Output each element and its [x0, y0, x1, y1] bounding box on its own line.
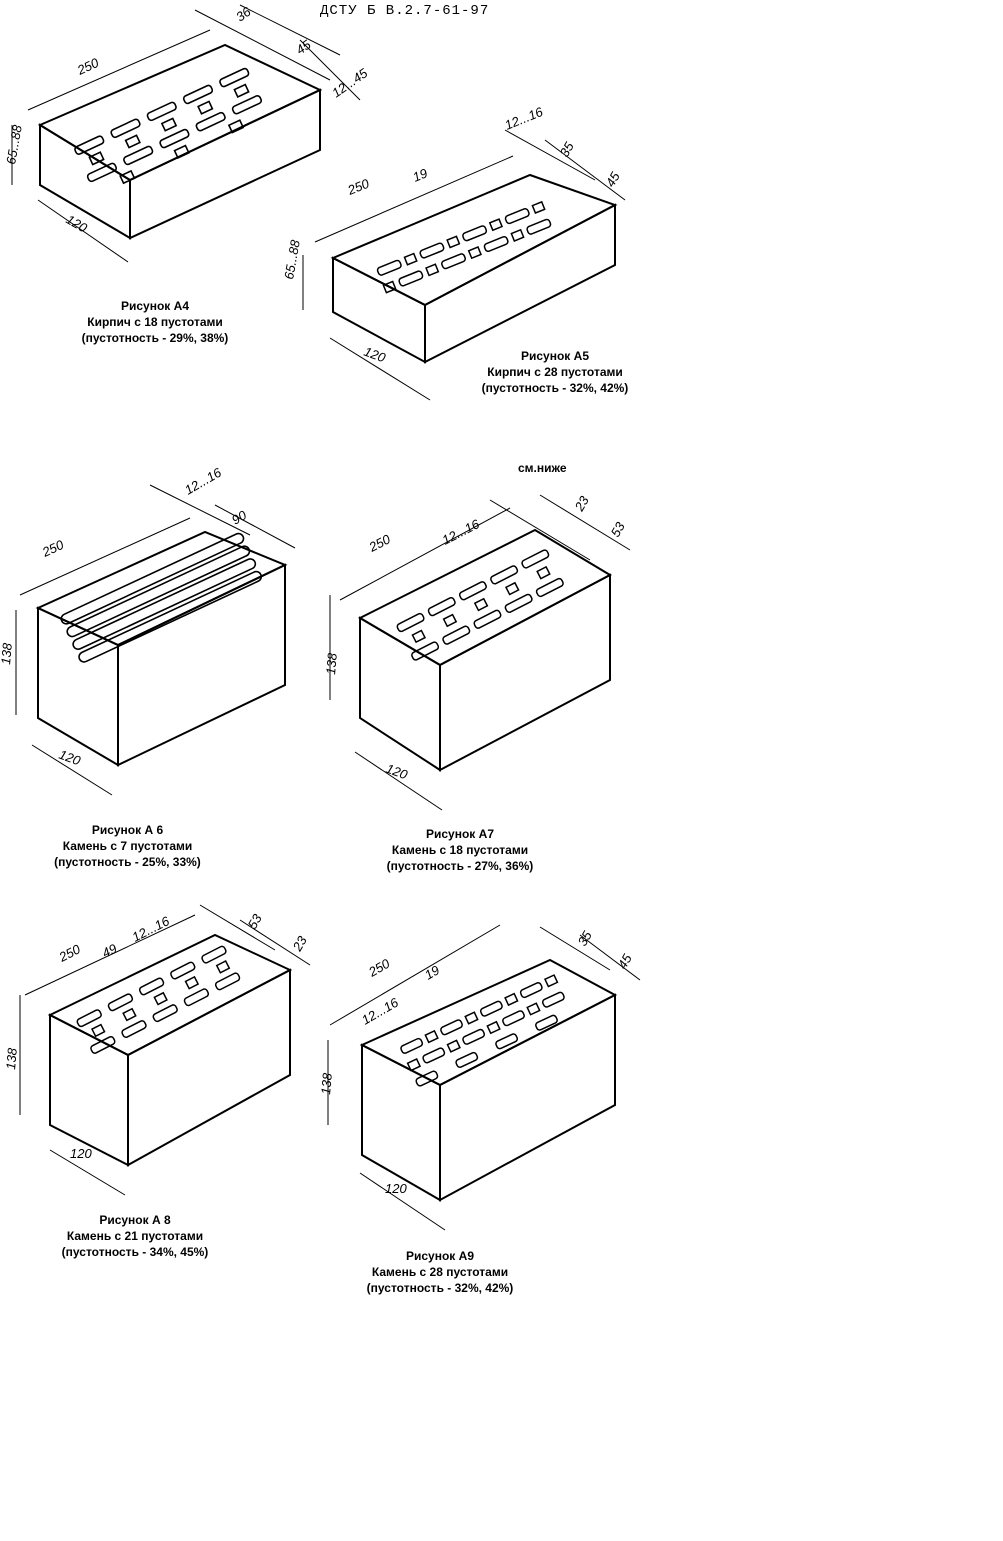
- a4-dim-b: 45: [293, 36, 314, 57]
- a5-height-dim: 65...88: [281, 238, 303, 281]
- a5-dim-a: 19: [411, 165, 430, 184]
- a7-width-dim: 120: [384, 761, 410, 783]
- figure-a5-voids: (пустотность - 32%, 42%): [481, 381, 629, 395]
- figure-a7-desc: Камень с 18 пустотами: [391, 843, 529, 857]
- a5-dim-d: 45: [603, 169, 624, 190]
- a5-dim-b: 12...16: [503, 104, 546, 133]
- a7-length-dim: 250: [366, 531, 394, 555]
- a6-dim-a: 12...16: [182, 464, 225, 497]
- a5-length-dim: 250: [345, 175, 372, 198]
- a9-width-dim: 120: [385, 1181, 407, 1196]
- a5-dim-c: 35: [557, 139, 578, 160]
- figure-a9-drawing: 250 138 120 19 12...16 35 45: [310, 915, 650, 1245]
- a9-height-dim: 138: [318, 1072, 335, 1096]
- a8-height-dim: 138: [3, 1047, 20, 1071]
- figure-a6-caption: Рисунок А 6 Камень с 7 пустотами (пустот…: [40, 822, 215, 870]
- a5-width-dim: 120: [362, 344, 388, 366]
- figure-a7-label: Рисунок А7: [426, 827, 494, 841]
- figure-a5-caption: Рисунок А5 Кирпич с 28 пустотами (пустот…: [460, 348, 650, 396]
- a7-dim-a: 12...16: [440, 516, 483, 548]
- a4-dim-a: 36: [233, 3, 254, 24]
- figure-a5-label: Рисунок А5: [521, 349, 589, 363]
- figure-a4-desc: Кирпич с 18 пустотами: [87, 315, 223, 329]
- a9-dim-c: 35: [575, 928, 596, 949]
- a8-width-dim: 120: [70, 1146, 92, 1161]
- document-header: ДСТУ Б В.2.7-61-97: [320, 3, 490, 19]
- a9-dim-d: 45: [615, 951, 636, 972]
- figure-a9-desc: Камень с 28 пустотами: [371, 1265, 509, 1279]
- figure-a4-voids: (пустотность - 29%, 38%): [81, 331, 229, 345]
- a8-dim-a: 49: [100, 941, 120, 961]
- figure-a7-caption: Рисунок А7 Камень с 18 пустотами (пустот…: [370, 826, 550, 874]
- a8-dim-b: 12...16: [130, 913, 173, 945]
- a8-dim-c: 53: [245, 911, 266, 932]
- figure-a7-drawing: 250 138 120 12...16 23 53: [310, 480, 650, 820]
- figure-a6-label: Рисунок А 6: [91, 823, 164, 837]
- a7-dim-b: 23: [571, 493, 592, 515]
- figure-a5-drawing: 250 65...88 120 19 12...16 35 45: [275, 100, 645, 410]
- a9-dim-b: 12...16: [359, 994, 402, 1027]
- a6-length-dim: 250: [39, 537, 67, 561]
- figure-a8-voids: (пустотность - 34%, 45%): [61, 1245, 209, 1259]
- a8-length-dim: 250: [56, 941, 84, 965]
- figure-a6-desc: Камень с 7 пустотами: [62, 839, 193, 853]
- a4-width-dim: 120: [64, 212, 91, 236]
- figure-a9-label: Рисунок А9: [406, 1249, 474, 1263]
- a6-dim-b: 90: [229, 507, 250, 528]
- a9-dim-a: 19: [422, 962, 442, 982]
- figure-a9-voids: (пустотность - 32%, 42%): [366, 1281, 514, 1295]
- figure-a4-caption: Рисунок А4 Кирпич с 18 пустотами (пустот…: [50, 298, 260, 346]
- a8-dim-d: 23: [289, 933, 310, 955]
- figure-a8-caption: Рисунок А 8 Камень с 21 пустотами (пусто…: [45, 1212, 225, 1260]
- figure-a8-drawing: 250 138 120 49 12...16 53 23: [0, 890, 320, 1200]
- a7-height-dim: 138: [323, 652, 340, 676]
- figure-a4-drawing: 250 65...88 120 36 45 12...45: [0, 0, 400, 280]
- figure-a6-voids: (пустотность - 25%, 33%): [54, 855, 201, 869]
- figure-a8-desc: Камень с 21 пустотами: [66, 1229, 204, 1243]
- figure-a8-label: Рисунок А 8: [99, 1213, 171, 1227]
- figure-a6-drawing: 250 138 120 12...16 90: [0, 460, 310, 810]
- figure-a5-desc: Кирпич с 28 пустотами: [487, 365, 623, 379]
- a4-height-dim: 65...88: [3, 123, 25, 166]
- a4-dim-c: 12...45: [329, 65, 371, 101]
- see-below-note: см.ниже: [518, 461, 567, 475]
- a7-dim-c: 53: [608, 519, 629, 540]
- figure-a9-caption: Рисунок А9 Камень с 28 пустотами (пустот…: [350, 1248, 530, 1296]
- a6-width-dim: 120: [57, 747, 83, 769]
- figure-a7-voids: (пустотность - 27%, 36%): [386, 859, 534, 873]
- a6-height-dim: 138: [0, 642, 15, 666]
- a4-length-dim: 250: [74, 55, 102, 79]
- a9-length-dim: 250: [365, 955, 393, 980]
- figure-a4-label: Рисунок А4: [121, 299, 189, 313]
